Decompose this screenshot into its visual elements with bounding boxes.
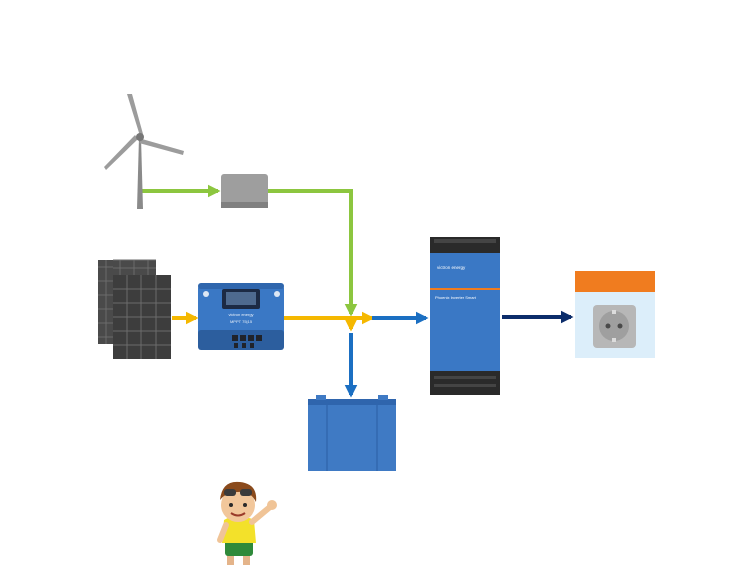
- inverter-brand: victron energy: [437, 265, 466, 270]
- wind-turbine-icon: [104, 94, 184, 209]
- solar-panel-icon: [98, 259, 171, 359]
- battery-icon: [308, 395, 396, 471]
- flow-lines: [142, 184, 574, 398]
- cartoon-boy-icon: [217, 481, 277, 565]
- inverter-model: Phoenix Inverter Smart: [435, 295, 477, 300]
- controller-model: MPPT 75|15: [230, 319, 253, 324]
- controller-brand: victron energy: [228, 312, 253, 317]
- mppt-charge-controller-icon: victron energy MPPT 75|15: [198, 283, 284, 350]
- rectifier-box-icon: [221, 174, 268, 208]
- flow-rectifier-to-junction: [268, 189, 358, 317]
- inverter-icon: victron energy Phoenix Inverter Smart: [430, 237, 500, 395]
- power-outlet-icon: [575, 271, 655, 358]
